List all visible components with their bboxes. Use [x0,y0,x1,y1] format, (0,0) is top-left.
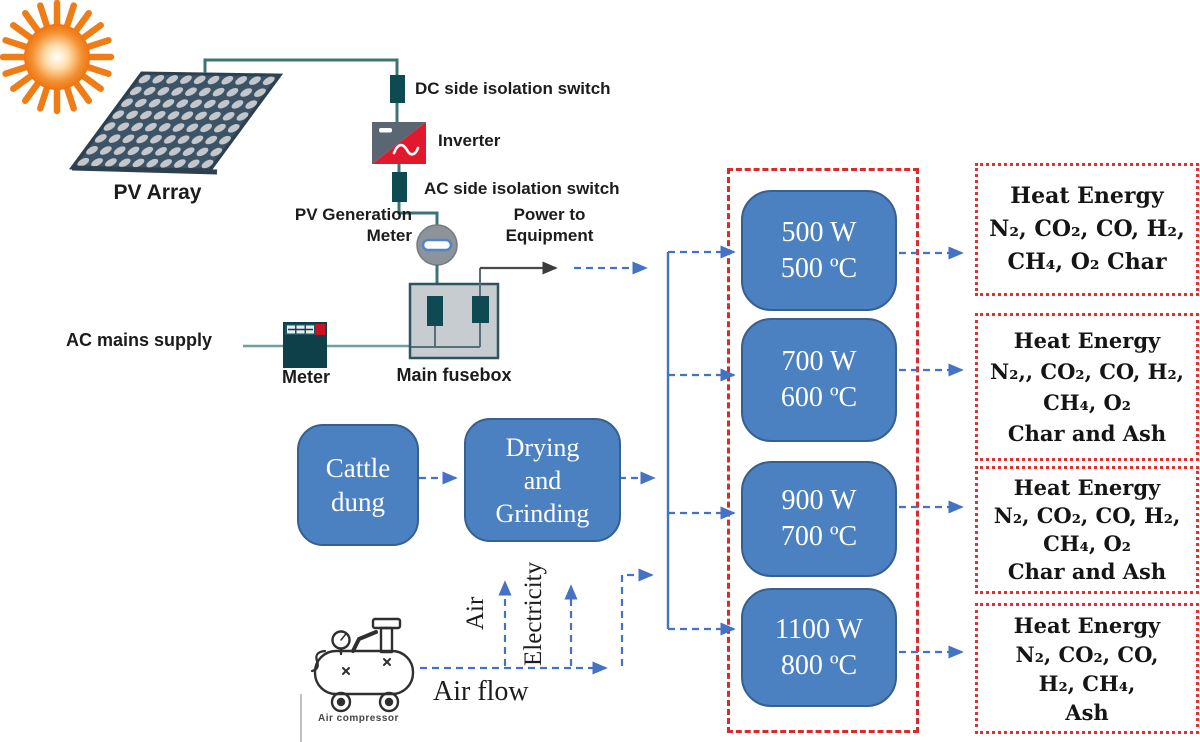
reactor-box-700w: 700 W 600 ºC [741,318,897,442]
reactor-box-900w: 900 W 700 ºC [741,461,897,577]
dashed-reactor-outputs [899,246,964,659]
output-box-1: Heat Energy N₂, CO₂, CO, H₂, CH₄, O₂ Cha… [975,163,1199,296]
reactor-power: 700 W [781,346,857,377]
wire-panel-to-dc-switch [203,58,399,75]
reactor-temp: 500 ºC [780,252,858,284]
pv-generation-meter-icon [416,224,458,266]
inverter-label: Inverter [438,131,501,150]
output-line: Heat Energy [1010,183,1164,209]
ac-mains-supply-label: AC mains supply [66,330,213,350]
output-box-2: Heat Energy N₂,, CO₂, CO, H₂, CH₄, O₂ Ch… [975,313,1199,461]
main-fusebox-label: Main fusebox [396,365,512,385]
output-line: CH₄, O₂ Char [1007,249,1167,275]
output-line: N₂, CO₂, CO, H₂, [993,503,1181,528]
drying-line3: Grinding [495,498,590,528]
reactor-power: 1100 W [775,613,863,645]
pv-generation-meter-label-line1: PV Generation [294,205,412,224]
output-box-3: Heat Energy N₂, CO₂, CO, H₂, CH₄, O₂ Cha… [975,466,1199,594]
reactor-box-1100w: 1100 W 800 ºC [741,588,897,707]
wire-ac-switch-to-pv-meter [397,202,439,226]
air-compressor-icon [310,617,415,713]
pv-array-icon [68,71,284,175]
reactor-temp: 800 ºC [780,649,858,681]
output-line: CH₄, O₂ [1043,390,1131,415]
drying-line1: Drying [505,432,580,462]
output-line: Char and Ash [1007,559,1167,584]
power-to-equipment-line1: Power to [513,205,586,224]
pv-generation-meter-label-line2: Meter [366,226,412,245]
cattle-dung-line2: dung [331,487,385,517]
ac-switch-label: AC side isolation switch [424,179,620,198]
power-to-equipment-label: Power to Equipment [492,204,607,246]
sun-icon [0,0,115,115]
output-line: N₂, CO₂, CO, [1015,641,1159,667]
output-line: N₂, CO₂, CO, H₂, [989,216,1185,242]
ac-mains-meter-icon [283,322,327,368]
reactor-box-500w: 500 W 500 ºC [741,190,897,311]
output-box-4: Heat Energy N₂, CO₂, CO, H₂, CH₄, Ash [975,603,1199,734]
pv-generation-meter-label: PV Generation Meter [265,204,412,246]
dashed-branches-to-reactors [668,245,736,636]
air-compressor-label: Air compressor [318,713,399,724]
ac-isolation-switch-icon [392,172,407,202]
power-to-equipment-line2: Equipment [505,226,594,245]
inverter-icon [372,122,426,164]
reactor-group-container [727,168,919,733]
electricity-vertical-label: Electricity [520,561,547,666]
output-line: CH₄, O₂ [1043,531,1131,556]
meter-label: Meter [281,367,330,387]
output-line: Char and Ash [1007,421,1167,446]
reactor-temp: 700 ºC [780,521,858,552]
output-line: H₂, CH₄, [1038,670,1136,696]
dashed-air-flow-network [420,568,654,675]
output-line: Heat Energy [1013,475,1161,500]
main-fusebox-icon [408,268,500,360]
reactor-power: 500 W [781,216,857,248]
air-vertical-label: Air [462,596,489,630]
cattle-dung-line1: Cattle [325,453,391,483]
air-flow-label: Air flow [433,676,529,707]
output-line: Ash [1065,699,1109,725]
dc-switch-label: DC side isolation switch [415,79,611,98]
drying-line2: and [523,465,562,495]
pv-array-label: PV Array [113,181,202,204]
reactor-power: 900 W [781,485,857,516]
output-line: Heat Energy [1013,612,1161,638]
output-line: N₂,, CO₂, CO, H₂, [990,359,1184,384]
cattle-dung-box: Cattle dung [297,424,419,546]
reactor-temp: 600 ºC [780,382,858,413]
dc-isolation-switch-icon [390,75,405,103]
output-line: Heat Energy [1013,328,1161,353]
drying-grinding-box: Drying and Grinding [464,418,621,542]
